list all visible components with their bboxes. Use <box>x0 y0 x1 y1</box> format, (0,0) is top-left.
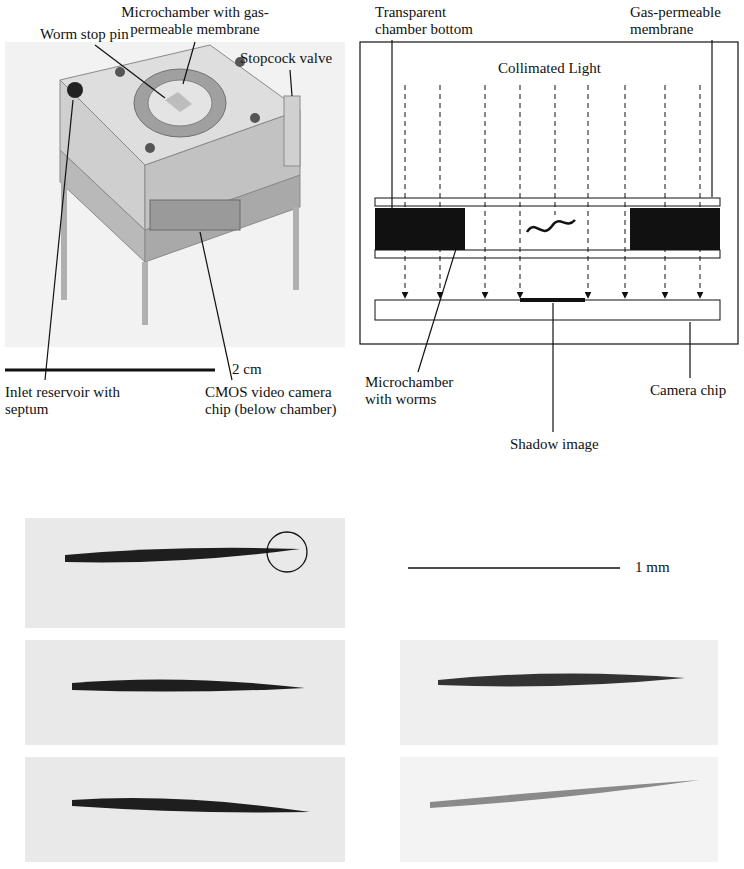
chamber-bottom <box>375 250 720 258</box>
worm <box>527 220 575 232</box>
part-label: Inlet reservoir with septum <box>5 384 120 418</box>
inlet-reservoir <box>67 82 83 98</box>
worm-stop-pin <box>165 92 192 112</box>
scale-label: 1 mm <box>635 559 670 576</box>
light-ray <box>625 85 626 298</box>
part-label: Microchamber with worms <box>365 374 475 408</box>
light-ray <box>588 85 589 298</box>
leader-line <box>290 70 292 96</box>
microchamber-ring <box>134 69 226 137</box>
leader-line <box>200 232 232 380</box>
light-ray <box>405 85 406 298</box>
leader-lines <box>392 40 712 432</box>
schematic-frame <box>360 42 738 344</box>
worm-micrographs <box>25 518 718 862</box>
micrograph-panel <box>25 518 345 628</box>
part-label: CMOS video camera chip (below chamber) <box>205 384 360 418</box>
leader-line <box>552 303 553 432</box>
stopcock-valve <box>284 96 300 166</box>
camera-chip <box>375 300 720 320</box>
part-label: Collimated Light <box>495 60 604 77</box>
light-ray <box>700 85 701 298</box>
scale-bar <box>5 369 215 372</box>
worm-image <box>430 780 700 808</box>
light-ray <box>485 85 486 298</box>
part-label: Camera chip <box>650 382 726 399</box>
schematic <box>360 40 738 432</box>
leader-line <box>95 45 165 98</box>
light-ray <box>555 85 556 215</box>
part-label: Shadow image <box>510 436 599 453</box>
part-label: Transparent chamber bottom <box>375 4 493 38</box>
highlight-circle <box>267 532 307 572</box>
worm-image <box>72 798 310 812</box>
leader-line <box>45 100 73 380</box>
micrograph-panel <box>25 757 345 862</box>
worm-image <box>65 548 300 563</box>
part-label: Stopcock valve <box>240 50 332 67</box>
worm-image <box>72 679 305 691</box>
leader-line <box>689 322 690 378</box>
light-ray <box>520 85 521 298</box>
leg <box>293 207 299 290</box>
chamber-wall <box>630 208 720 250</box>
leader-line <box>418 236 460 372</box>
shadow-image <box>520 298 585 302</box>
light-ray <box>665 85 666 298</box>
scale-bar <box>408 567 620 568</box>
micrograph-panel <box>25 640 345 745</box>
leader-line <box>391 40 392 249</box>
screw <box>145 143 155 153</box>
photo-ground <box>5 42 345 347</box>
camera-chip <box>150 200 240 230</box>
micrograph-panel <box>400 757 718 862</box>
light-ray <box>440 85 441 298</box>
leg <box>61 182 67 300</box>
leader-line <box>711 40 712 197</box>
scale-label: 2 cm <box>232 361 262 378</box>
screw <box>115 67 125 77</box>
worm-image <box>438 673 685 686</box>
screw <box>250 113 260 123</box>
light-rays <box>405 85 700 298</box>
leader-lines <box>45 42 292 380</box>
micrograph-panel <box>400 640 718 745</box>
chamber-wall <box>375 208 465 250</box>
part-label: Gas-permeable membrane <box>630 4 740 38</box>
leader-line <box>183 42 195 84</box>
part-label: Worm stop pin <box>40 26 129 43</box>
part-label: Microchamber with gas-permeable membrane <box>110 4 280 38</box>
device-photo <box>5 42 345 347</box>
leg <box>142 262 148 325</box>
microchamber <box>148 80 212 126</box>
membrane <box>375 198 720 206</box>
